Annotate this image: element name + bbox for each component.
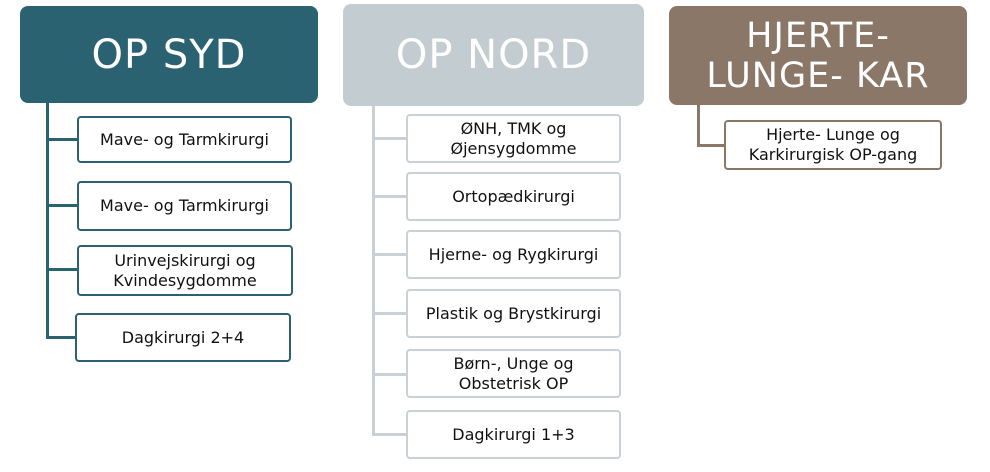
op-syd-header: OP SYD <box>20 6 318 103</box>
unit-label: Hjerte- Lunge og Karkirurgisk OP-gang <box>748 125 918 164</box>
op-nord-unit-box: Plastik og Brystkirurgi <box>406 289 621 338</box>
op-nord-unit-box: Ortopædkirurgi <box>406 172 621 221</box>
op-nord-branch-line <box>372 137 407 140</box>
unit-label: Mave- og Tarmkirurgi <box>100 196 269 215</box>
op-nord-header: OP NORD <box>343 4 644 106</box>
op-nord-unit-box: ØNH, TMK og Øjensygdomme <box>406 114 621 163</box>
op-syd-unit-box: Mave- og Tarmkirurgi <box>77 181 292 231</box>
hjerte-branch-line <box>697 144 725 147</box>
op-nord-branch-line <box>372 312 407 315</box>
op-syd-branch-line <box>46 204 79 207</box>
op-nord-unit-box: Børn-, Unge og Obstetrisk OP <box>406 349 621 398</box>
op-nord-unit-box: Hjerne- og Rygkirurgi <box>406 230 621 279</box>
op-syd-trunk-line <box>46 103 49 338</box>
unit-label: Hjerne- og Rygkirurgi <box>428 244 599 264</box>
unit-label: ØNH, TMK og Øjensygdomme <box>450 118 577 158</box>
hjerte-trunk-line <box>697 105 700 147</box>
hjerte-lunge-kar-header: HJERTE- LUNGE- KAR <box>669 6 967 105</box>
op-nord-branch-line <box>372 373 407 376</box>
hjerte-unit-box: Hjerte- Lunge og Karkirurgisk OP-gang <box>724 120 942 170</box>
op-nord-unit-box: Dagkirurgi 1+3 <box>406 410 621 459</box>
op-nord-branch-line <box>372 433 407 436</box>
unit-label: Børn-, Unge og Obstetrisk OP <box>453 353 574 393</box>
op-syd-unit-box: Urinvejskirurgi og Kvindesygdomme <box>77 245 293 296</box>
unit-label: Dagkirurgi 1+3 <box>452 424 575 444</box>
op-syd-branch-line <box>46 138 79 141</box>
unit-label: Mave- og Tarmkirurgi <box>100 129 269 149</box>
op-syd-unit-box: Mave- og Tarmkirurgi <box>77 116 292 163</box>
op-nord-trunk-line <box>372 106 375 436</box>
op-syd-branch-line <box>46 268 79 271</box>
op-nord-branch-line <box>372 195 407 198</box>
unit-label: Dagkirurgi 2+4 <box>121 327 245 347</box>
op-nord-branch-line <box>372 253 407 256</box>
unit-label: Urinvejskirurgi og Kvindesygdomme <box>113 250 257 290</box>
unit-label: Ortopædkirurgi <box>452 186 575 206</box>
op-syd-branch-line <box>46 336 76 339</box>
op-syd-unit-box: Dagkirurgi 2+4 <box>75 313 291 362</box>
unit-label: Plastik og Brystkirurgi <box>425 303 602 323</box>
